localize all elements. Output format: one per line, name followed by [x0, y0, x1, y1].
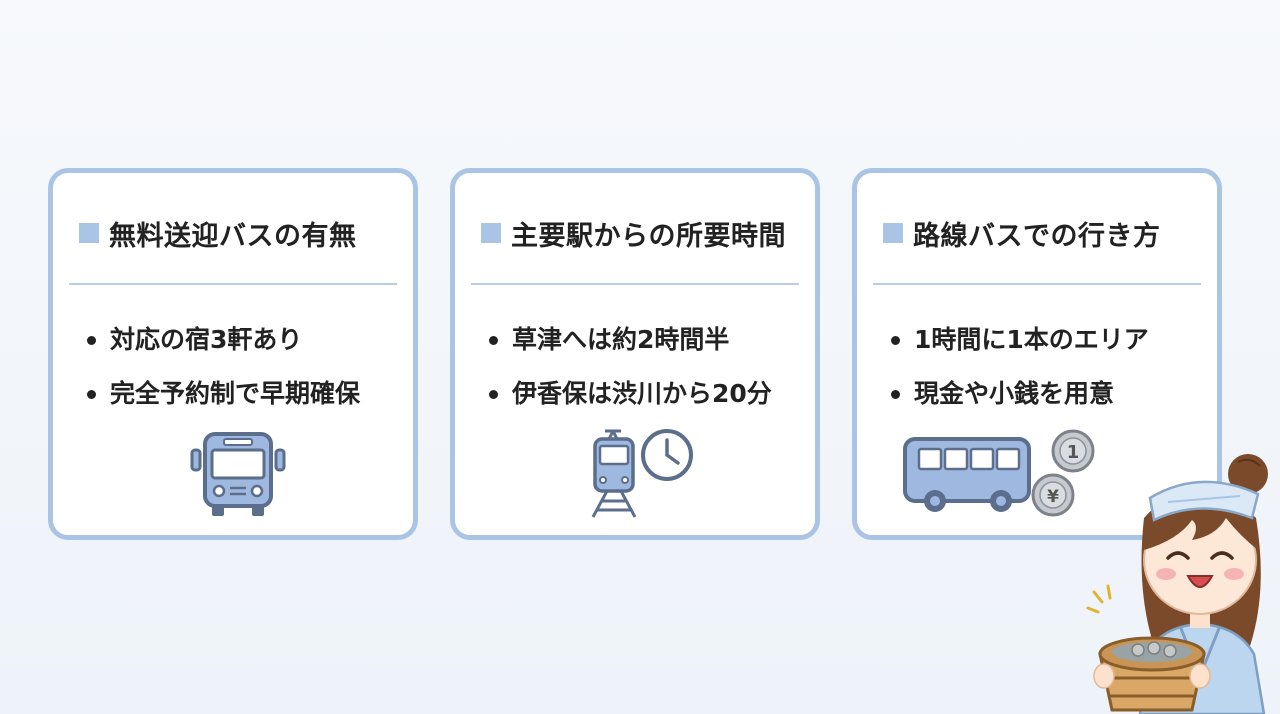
square-bullet-icon	[79, 223, 99, 243]
list-item: 対応の宿3軒あり	[87, 313, 360, 367]
bullet-dot-icon	[87, 335, 96, 345]
square-bullet-icon	[883, 223, 903, 243]
divider	[69, 283, 397, 285]
list-item: 完全予約制で早期確保	[87, 367, 360, 421]
info-card-shuttle: 無料送迎バスの有無 対応の宿3軒あり 完全予約制で早期確保	[48, 168, 418, 540]
bus-front-icon	[190, 432, 286, 516]
info-card-route-bus: 路線バスでの行き方 1時間に1本のエリア 現金や小銭を用意 1 ¥	[852, 168, 1222, 540]
list-item: 現金や小銭を用意	[891, 367, 1149, 421]
info-card-travel-time: 主要駅からの所要時間 草津へは約2時間半 伊香保は渋川から20分	[450, 168, 820, 540]
train-clock-icon	[591, 429, 693, 518]
square-bullet-icon	[481, 223, 501, 243]
bullet-dot-icon	[489, 389, 498, 399]
coin-label: ¥	[1047, 487, 1059, 507]
card-header: 路線バスでの行き方	[883, 213, 1207, 253]
bus-coins-icon: 1 ¥	[903, 429, 1095, 517]
card-header: 無料送迎バスの有無	[79, 213, 403, 253]
list-item: 草津へは約2時間半	[489, 313, 772, 367]
bullet-dot-icon	[87, 389, 96, 399]
bullet-list: 草津へは約2時間半 伊香保は渋川から20分	[489, 313, 772, 421]
card-header: 主要駅からの所要時間	[481, 213, 805, 253]
onsen-girl-mascot-illustration	[1086, 454, 1268, 714]
divider	[873, 283, 1201, 285]
card-title: 路線バスでの行き方	[913, 220, 1161, 252]
bullet-list: 対応の宿3軒あり 完全予約制で早期確保	[87, 313, 360, 421]
list-item: 伊香保は渋川から20分	[489, 367, 772, 421]
card-title: 主要駅からの所要時間	[511, 220, 786, 252]
bullet-dot-icon	[891, 389, 900, 399]
divider	[471, 283, 799, 285]
coin-label: 1	[1067, 442, 1080, 463]
bullet-list: 1時間に1本のエリア 現金や小銭を用意	[891, 313, 1149, 421]
card-title: 無料送迎バスの有無	[109, 220, 357, 252]
list-item: 1時間に1本のエリア	[891, 313, 1149, 367]
bullet-dot-icon	[489, 335, 498, 345]
bullet-dot-icon	[891, 335, 900, 345]
